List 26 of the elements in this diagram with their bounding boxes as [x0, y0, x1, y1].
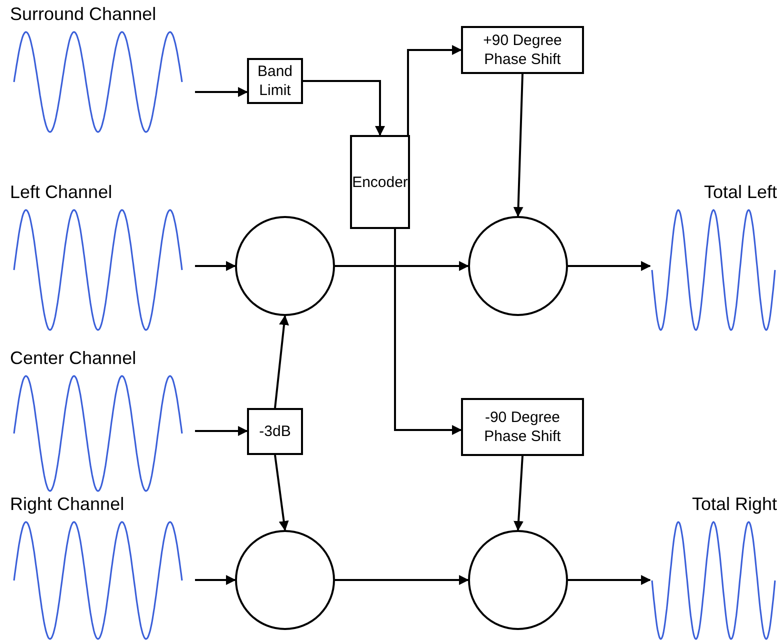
process-box: Encoder: [350, 135, 410, 229]
arrow: [195, 426, 248, 436]
channel-label: Total Left: [704, 182, 777, 203]
arrow: [335, 261, 469, 271]
channel-label: Center Channel: [10, 348, 136, 369]
arrow: [568, 261, 651, 271]
arrow: [195, 575, 236, 585]
arrow: [514, 456, 524, 531]
channel-label: Total Right: [692, 494, 777, 515]
arrow: [335, 575, 469, 585]
arrow: [195, 261, 236, 271]
arrow: [513, 74, 524, 217]
process-box: -3dB: [247, 408, 303, 455]
arrow: [568, 575, 651, 585]
channel-label: Left Channel: [10, 182, 112, 203]
channel-label: Right Channel: [10, 494, 124, 515]
process-box: -90 Degree Phase Shift: [461, 398, 584, 456]
arrow: [303, 80, 385, 136]
process-box: Band Limit: [247, 58, 303, 104]
process-box: +90 Degree Phase Shift: [461, 26, 584, 74]
arrow: [274, 315, 289, 408]
arrow: [407, 45, 462, 135]
arrow: [394, 229, 462, 435]
channel-label: Surround Channel: [10, 4, 156, 25]
arrow: [195, 87, 248, 97]
arrow: [274, 454, 289, 531]
